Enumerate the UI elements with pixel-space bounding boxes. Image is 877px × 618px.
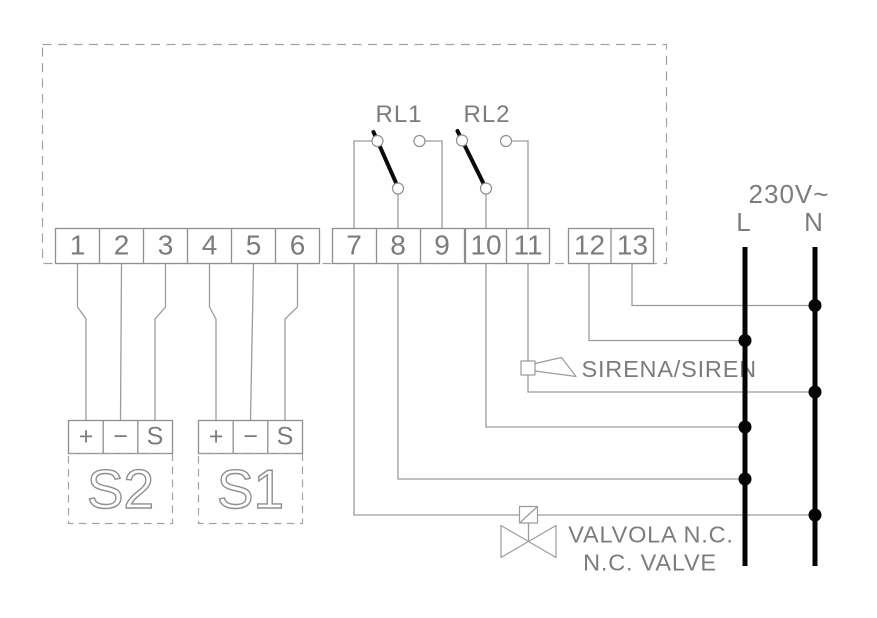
wire-terminal12-line [588, 263, 745, 342]
sensor-s2-plus-label: + [79, 423, 94, 451]
sensor-s2-dashed-box [67, 452, 174, 525]
wire-terminal4-s1-plus [208, 263, 217, 421]
relay-rl2-common-contact-icon [479, 182, 493, 195]
relay-rl1-label: RL1 [375, 101, 422, 128]
line-l-label: L [736, 207, 751, 237]
terminal-label-2: 2 [114, 230, 130, 261]
sensor-s1-minus-label: − [243, 423, 258, 451]
sensor-s2-minus-label: − [113, 423, 128, 451]
terminal-strip-1-6: 1 2 3 4 5 6 [54, 227, 321, 265]
relay-rl1-common-contact-icon [391, 182, 405, 195]
relay-rl2-right-contact-icon [499, 134, 513, 148]
valve-label-line1: VALVOLA N.C. [568, 522, 733, 548]
wire-terminal6-s1-signal [284, 263, 299, 421]
wire-terminal7-rl1-left-contact [353, 140, 372, 229]
valve-actuator-diagonal [519, 506, 538, 524]
wire-terminal9-rl1-right-contact [425, 140, 443, 229]
valve-body-right-icon [527, 524, 557, 559]
wire-terminal7-valve-neutral [353, 263, 815, 516]
sensor-s1-label: S1 [217, 458, 284, 520]
valve-icon [500, 505, 557, 559]
wire-terminal1-s2-plus [76, 263, 87, 421]
junction-dot-l-terminal8 [738, 472, 752, 486]
valve-body-left-icon [500, 524, 530, 559]
sensor-s1-dashed-box [197, 452, 304, 525]
junction-dot-l-terminal12 [738, 334, 752, 347]
terminal-label-3: 3 [158, 230, 174, 261]
junction-dot-l-terminal10 [738, 420, 752, 434]
terminal-label-7: 7 [346, 230, 362, 261]
terminal-label-4: 4 [202, 230, 218, 261]
terminal-label-9: 9 [434, 230, 450, 261]
wire-terminal10-line [485, 263, 745, 428]
junction-dot-n-siren [808, 385, 822, 399]
sensor-s2-label: S2 [87, 458, 154, 520]
terminal-strip-7-9-box [331, 227, 466, 265]
junction-dot-n-valve [808, 508, 822, 522]
valve-label-line2: N.C. VALVE [583, 550, 717, 576]
relay-rl1-left-contact-icon [371, 134, 384, 148]
siren-icon [520, 356, 577, 378]
relay-rl2-label: RL2 [463, 101, 510, 128]
sensor-s1-terminal-strip [197, 419, 304, 455]
sensor-s1-signal-label: S [277, 423, 294, 451]
wire-terminal11-rl2-right-contact [511, 140, 529, 229]
terminal-label-11: 11 [513, 230, 542, 261]
sensor-s2-signal-label: S [147, 423, 164, 451]
terminal-label-1: 1 [70, 230, 86, 261]
terminal-strip-12-13: 12 13 [567, 227, 655, 265]
terminal-strip-7-9: 7 8 9 [331, 227, 466, 265]
sensor-s1-block: + − S S1 [197, 419, 304, 525]
wire-terminal8-line [397, 263, 745, 480]
terminal-label-6: 6 [290, 230, 306, 261]
terminal-label-8: 8 [390, 230, 406, 261]
siren-label: SIRENA/SIREN [582, 356, 757, 382]
terminal-label-10: 10 [470, 230, 501, 261]
terminal-strip-10-11: 10 11 [464, 227, 551, 265]
siren-driver-icon [520, 360, 536, 376]
wire-terminal13-neutral [631, 263, 815, 307]
terminal-label-5: 5 [246, 230, 262, 261]
wire-terminal3-s2-signal [154, 263, 167, 421]
relay-rl2-left-contact-icon [455, 134, 469, 147]
relay-rl1-right-contact-icon [413, 134, 426, 148]
sensor-s2-block: + − S S2 [67, 419, 174, 525]
terminal-label-13: 13 [617, 230, 648, 261]
terminal-strip-10-11-box [464, 227, 551, 265]
neutral-n-label: N [804, 207, 824, 237]
sensor-s1-plus-label: + [209, 423, 224, 451]
siren-horn-icon [534, 356, 577, 378]
wire-siren-neutral [527, 375, 815, 393]
voltage-label: 230V~ [749, 179, 830, 209]
wire-terminal5-s1-minus [249, 263, 255, 421]
terminal-label-12: 12 [574, 230, 605, 261]
junction-dot-n-terminal13 [808, 299, 822, 312]
wire-terminal2-s2-minus [119, 263, 123, 421]
